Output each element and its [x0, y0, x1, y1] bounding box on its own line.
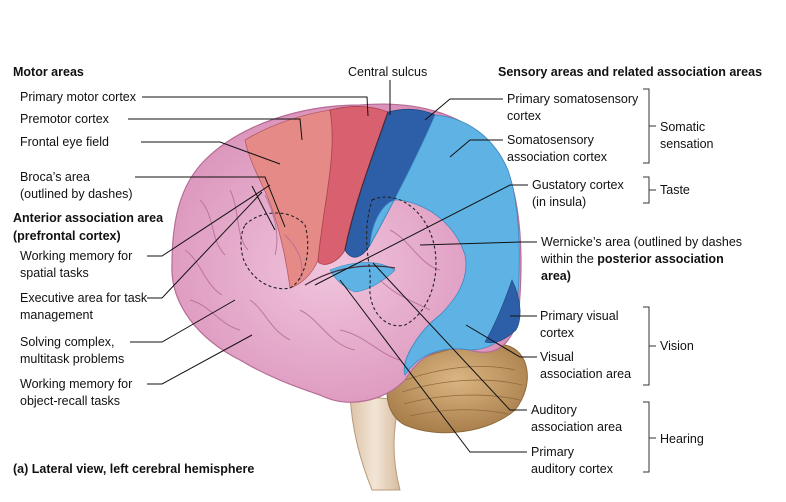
label-taste: Taste: [660, 183, 690, 197]
label-primary-motor-cortex: Primary motor cortex: [20, 90, 137, 104]
prefrontal-cortex-heading: (prefrontal cortex): [13, 229, 121, 243]
label-working-memory-spatial: Working memory for: [20, 249, 132, 263]
label-frontal-eye-field: Frontal eye field: [20, 135, 109, 149]
label-primary-visual-2: cortex: [540, 326, 575, 340]
label-primary-visual: Primary visual: [540, 309, 619, 323]
label-wernickes-area-3: area): [541, 269, 571, 283]
central-sulcus-line: [344, 111, 389, 251]
label-gustatory-cortex: Gustatory cortex: [532, 178, 624, 192]
label-wernickes-area-2: within the posterior association: [540, 252, 724, 266]
label-somatosensory-association: Somatosensory: [507, 133, 595, 147]
leader-lines: [128, 80, 537, 453]
label-executive-area: Executive area for task: [20, 291, 148, 305]
figure-caption: (a) Lateral view, left cerebral hemisphe…: [13, 462, 254, 476]
label-hearing: Hearing: [660, 432, 704, 446]
primary-visual-region: [484, 279, 521, 344]
label-central-sulcus: Central sulcus: [348, 65, 427, 79]
label-primary-somatosensory-2: cortex: [507, 109, 542, 123]
broca-outline: [240, 212, 309, 290]
label-somatosensory-association-2: association cortex: [507, 150, 608, 164]
label-primary-auditory: Primary: [531, 445, 575, 459]
label-visual-association-2: association area: [540, 367, 631, 381]
label-sensation: sensation: [660, 137, 714, 151]
brainstem: [349, 394, 401, 491]
label-vision: Vision: [660, 339, 694, 353]
motor-areas-heading: Motor areas: [13, 65, 84, 79]
gyri-texture: [184, 189, 441, 361]
label-visual-association: Visual: [540, 350, 574, 364]
label-executive-area-2: management: [20, 308, 93, 322]
label-somatic: Somatic: [660, 120, 705, 134]
brackets: [643, 88, 656, 473]
label-primary-auditory-2: auditory cortex: [531, 462, 614, 476]
label-auditory-association-2: association area: [531, 420, 622, 434]
sensory-areas-heading: Sensory areas and related association ar…: [498, 65, 762, 79]
label-working-memory-object-2: object-recall tasks: [20, 394, 120, 408]
label-solving-complex-2: multitask problems: [20, 352, 124, 366]
label-working-memory-spatial-2: spatial tasks: [20, 266, 89, 280]
wernicke-outline: [366, 196, 437, 327]
anterior-association-heading: Anterior association area: [13, 211, 164, 225]
premotor-region: [244, 109, 333, 289]
cerebellum-folia: [401, 366, 523, 417]
label-brocas-area: Broca’s area: [20, 170, 90, 184]
label-premotor-cortex: Premotor cortex: [20, 112, 110, 126]
label-brocas-area-note: (outlined by dashes): [20, 187, 133, 201]
label-working-memory-object: Working memory for: [20, 377, 132, 391]
label-auditory-association: Auditory: [531, 403, 578, 417]
label-in-insula: (in insula): [532, 195, 586, 209]
label-solving-complex: Solving complex,: [20, 335, 115, 349]
label-primary-somatosensory: Primary somatosensory: [507, 92, 639, 106]
label-wernickes-area: Wernicke’s area (outlined by dashes: [541, 235, 742, 249]
somatosensory-association-region: [369, 114, 520, 376]
